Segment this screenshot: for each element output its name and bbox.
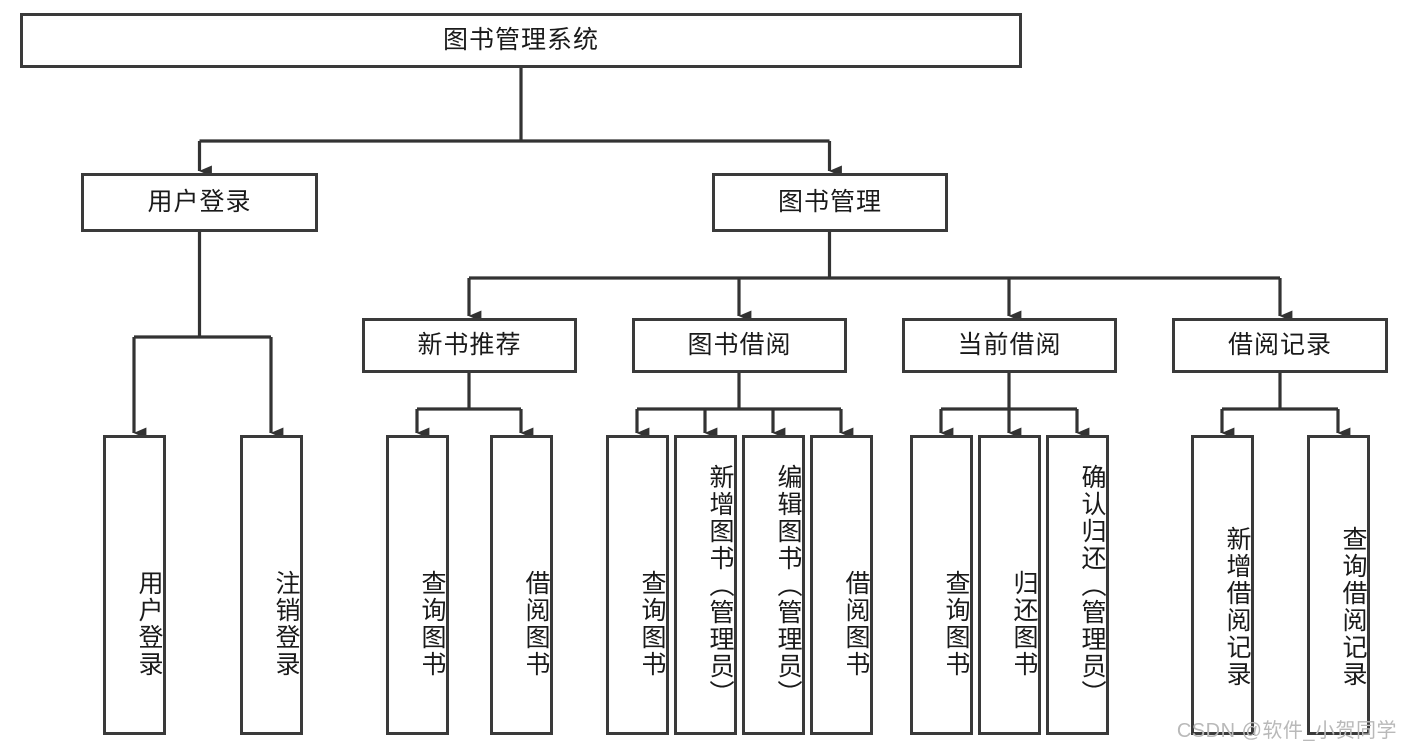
node-leaf-borrow-book-2[interactable]: 借阅图书 — [810, 435, 873, 735]
node-leaf-logout-label: 注销登录 — [272, 570, 300, 678]
node-leaf-query-book-2-label: 查询图书 — [638, 570, 666, 678]
node-leaf-add-record-label: 新增借阅记录 — [1223, 526, 1251, 688]
node-leaf-borrow-book-2-label: 借阅图书 — [842, 570, 870, 678]
node-leaf-borrow-book-1-label: 借阅图书 — [522, 570, 550, 678]
node-new-book-recommend[interactable]: 新书推荐 — [362, 318, 577, 373]
node-current-borrow[interactable]: 当前借阅 — [902, 318, 1117, 373]
node-leaf-add-book[interactable]: 新增图书（管理员） — [674, 435, 737, 735]
node-leaf-return-book[interactable]: 归还图书 — [978, 435, 1041, 735]
node-user-login[interactable]: 用户登录 — [81, 173, 318, 232]
node-leaf-query-book-1-label: 查询图书 — [418, 570, 446, 678]
node-book-borrow-label: 图书借阅 — [687, 330, 792, 359]
node-leaf-query-book-2[interactable]: 查询图书 — [606, 435, 669, 735]
node-leaf-logout[interactable]: 注销登录 — [240, 435, 303, 735]
node-root-system-label: 图书管理系统 — [442, 25, 599, 54]
node-leaf-edit-book[interactable]: 编辑图书（管理员） — [742, 435, 805, 735]
node-new-book-recommend-label: 新书推荐 — [417, 330, 522, 359]
csdn-watermark: CSDN @软件_小贺同学 — [1176, 720, 1397, 742]
node-leaf-query-record[interactable]: 查询借阅记录 — [1307, 435, 1370, 735]
node-leaf-add-record[interactable]: 新增借阅记录 — [1191, 435, 1254, 735]
node-leaf-confirm-return-label: 确认归还（管理员） — [1078, 463, 1106, 707]
node-leaf-borrow-book-1[interactable]: 借阅图书 — [490, 435, 553, 735]
node-root-system[interactable]: 图书管理系统 — [20, 13, 1022, 68]
node-leaf-edit-book-label: 编辑图书（管理员） — [774, 463, 802, 707]
node-user-login-label: 用户登录 — [147, 187, 252, 216]
node-leaf-query-record-label: 查询借阅记录 — [1339, 526, 1367, 688]
node-current-borrow-label: 当前借阅 — [957, 330, 1062, 359]
node-book-manage[interactable]: 图书管理 — [712, 173, 948, 232]
node-borrow-record[interactable]: 借阅记录 — [1172, 318, 1388, 373]
node-leaf-query-book-3-label: 查询图书 — [942, 570, 970, 678]
node-book-manage-label: 图书管理 — [777, 187, 882, 216]
node-book-borrow[interactable]: 图书借阅 — [632, 318, 847, 373]
node-leaf-user-login[interactable]: 用户登录 — [103, 435, 166, 735]
node-leaf-confirm-return[interactable]: 确认归还（管理员） — [1046, 435, 1109, 735]
node-borrow-record-label: 借阅记录 — [1227, 330, 1332, 359]
node-leaf-user-login-label: 用户登录 — [135, 570, 163, 678]
node-leaf-return-book-label: 归还图书 — [1010, 570, 1038, 678]
node-leaf-query-book-1[interactable]: 查询图书 — [386, 435, 449, 735]
node-leaf-add-book-label: 新增图书（管理员） — [706, 463, 734, 707]
node-leaf-query-book-3[interactable]: 查询图书 — [910, 435, 973, 735]
